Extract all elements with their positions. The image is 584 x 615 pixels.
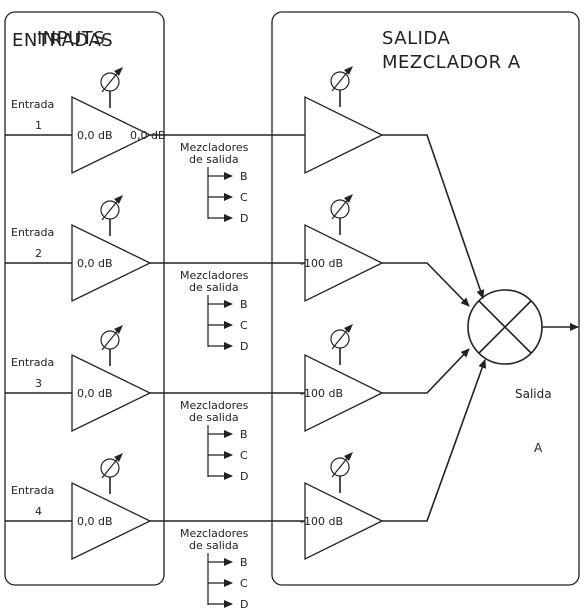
destination-label: C xyxy=(240,319,248,332)
sum-connection xyxy=(382,134,485,299)
input-gain-value: 0,0 dB xyxy=(77,129,113,142)
send-gain-value: 0,0 dB xyxy=(130,129,166,142)
mixer-amplifier xyxy=(304,95,384,175)
output-title-line1: SALIDA xyxy=(382,28,450,49)
send-gain-value: -100 dB xyxy=(300,257,343,270)
input-gain-knob-icon xyxy=(100,325,123,366)
input-gain-value: 0,0 dB xyxy=(77,257,113,270)
destination-label: C xyxy=(240,577,248,590)
input-label-line2: 1 xyxy=(35,119,42,132)
output-mixers-label-line2: de salida xyxy=(189,539,239,552)
send-gain-value: -100 dB xyxy=(300,515,343,528)
destination-label: B xyxy=(240,556,248,569)
input-label-line1: Entrada xyxy=(11,98,54,111)
input-gain-knob-icon xyxy=(100,67,123,108)
input-label-line1: Entrada xyxy=(11,356,54,369)
mixer-amplifier xyxy=(304,223,384,303)
output-mixers-label-line1: Mezcladores xyxy=(180,399,249,412)
inputs-title-overlay: INPUTS xyxy=(37,28,105,49)
summing-cross-b xyxy=(478,300,532,354)
destination-label: D xyxy=(240,470,248,483)
input-amplifier xyxy=(71,223,152,303)
input-amplifier xyxy=(71,353,152,433)
input-label-line2: 3 xyxy=(35,377,42,390)
input-label-line1: Entrada xyxy=(11,484,54,497)
destination-label: D xyxy=(240,598,248,611)
input-amplifier xyxy=(71,481,152,561)
output-mixer-panel xyxy=(271,11,580,586)
send-gain-knob-icon xyxy=(330,452,353,493)
output-mixers-label-line1: Mezcladores xyxy=(180,141,249,154)
mixer-amplifier xyxy=(304,481,384,561)
mixer-amplifier xyxy=(304,353,384,433)
output-mixers-label-line2: de salida xyxy=(189,411,239,424)
destination-label: C xyxy=(240,449,248,462)
destination-label: B xyxy=(240,170,248,183)
output-label-line2: A xyxy=(534,441,543,455)
output-label-line1: Salida xyxy=(515,387,552,401)
input-label-line2: 4 xyxy=(35,505,42,518)
send-gain-knob-icon xyxy=(330,66,353,107)
destination-label: B xyxy=(240,298,248,311)
destination-label: D xyxy=(240,340,248,353)
output-mixers-label-line1: Mezcladores xyxy=(180,269,249,282)
output-title-line2: MEZCLADOR A xyxy=(382,52,521,73)
send-gain-knob-icon xyxy=(330,324,353,365)
inputs-title: ENTRADAS xyxy=(12,30,113,51)
output-mixers-label-line2: de salida xyxy=(189,153,239,166)
input-gain-knob-icon xyxy=(100,453,123,494)
inputs-panel xyxy=(4,11,165,586)
input-label-line1: Entrada xyxy=(11,226,54,239)
input-gain-value: 0,0 dB xyxy=(77,387,113,400)
summing-junction xyxy=(467,289,579,365)
send-gain-value: -100 dB xyxy=(300,387,343,400)
sum-connection xyxy=(382,359,487,522)
send-gain-knob-icon xyxy=(330,194,353,235)
sum-connection xyxy=(382,262,470,307)
destination-label: B xyxy=(240,428,248,441)
input-gain-knob-icon xyxy=(100,195,123,236)
destination-label: D xyxy=(240,212,248,225)
output-mixers-label-line1: Mezcladores xyxy=(180,527,249,540)
input-label-line2: 2 xyxy=(35,247,42,260)
output-mixers-label-line2: de salida xyxy=(189,281,239,294)
sum-connection xyxy=(382,348,470,394)
input-gain-value: 0,0 dB xyxy=(77,515,113,528)
destination-label: C xyxy=(240,191,248,204)
input-amplifier xyxy=(71,95,152,175)
